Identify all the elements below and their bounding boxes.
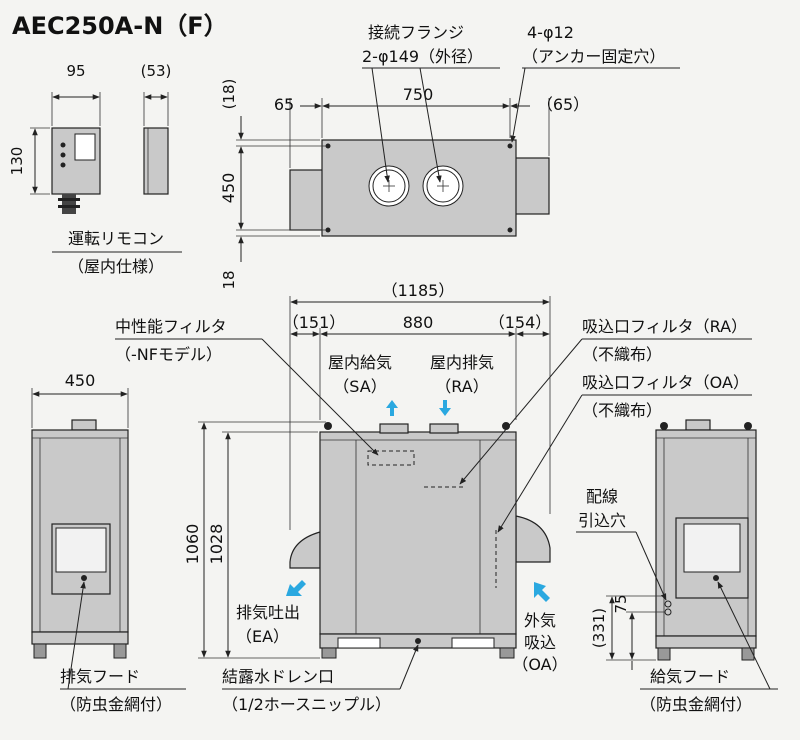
top-view-flanges bbox=[368, 165, 464, 207]
remote-height-label: 130 bbox=[8, 147, 26, 176]
top-dim-mid: 750 bbox=[403, 85, 434, 104]
supply-hood-label-2: （防虫金網付） bbox=[640, 695, 752, 714]
flange-label-2: 2-φ149（外径） bbox=[362, 47, 483, 66]
remote-dimensions bbox=[30, 92, 169, 195]
anchor-label-1: 4-φ12 bbox=[527, 23, 574, 42]
supply-hood-label-1: 給気フード bbox=[650, 667, 730, 686]
front-dim-h1: 1060 bbox=[183, 524, 202, 565]
filter-mid-label-1: 中性能フィルタ bbox=[115, 317, 227, 336]
filter-ra-label-1: 吸込口フィルタ（RA） bbox=[582, 317, 747, 336]
remote-controller-front bbox=[51, 127, 101, 214]
drain-label-2: （1/2ホースニップル） bbox=[222, 695, 391, 714]
oa-label-3: （OA） bbox=[512, 655, 567, 674]
right-view-dimensions bbox=[606, 595, 664, 670]
anchor-label-2: （アンカー固定穴） bbox=[522, 47, 665, 66]
remote-depth-label: (53) bbox=[141, 62, 172, 80]
sa-label-1: 屋内給気 bbox=[328, 353, 392, 372]
page-title: AEC250A-N（F） bbox=[12, 12, 228, 40]
oa-label-1: 外気 bbox=[524, 611, 556, 630]
ea-label-1: 排気吐出 bbox=[236, 603, 300, 622]
top-view-unit bbox=[289, 139, 550, 237]
left-side-view bbox=[31, 419, 129, 659]
front-dim-right: （154） bbox=[489, 313, 552, 332]
front-view-unit bbox=[289, 422, 551, 659]
oa-label-2: 吸込 bbox=[524, 633, 556, 652]
right-dim-b: 75 bbox=[612, 594, 630, 613]
airflow-arrows bbox=[286, 400, 550, 602]
left-view-dimension bbox=[31, 388, 129, 428]
flange-label-1: 接続フランジ bbox=[368, 23, 464, 42]
exhaust-hood-label-2: （防虫金網付） bbox=[60, 695, 172, 714]
filter-oa-label-2: （不織布） bbox=[582, 401, 662, 420]
front-dim-left: （151） bbox=[283, 313, 346, 332]
filter-oa-label-1: 吸込口フィルタ（OA） bbox=[582, 373, 749, 392]
remote-controller-side bbox=[143, 127, 169, 195]
filter-mid-label-2: （-NFモデル） bbox=[115, 345, 222, 364]
ra-label-1: 屋内排気 bbox=[430, 353, 494, 372]
top-dim-left: 65 bbox=[274, 95, 294, 114]
ra-label-2: （RA） bbox=[435, 377, 488, 396]
remote-label-2: （屋内仕様） bbox=[68, 257, 164, 276]
wiring-label-2: 引込穴 bbox=[578, 511, 626, 530]
ea-label-2: （EA） bbox=[236, 627, 289, 646]
top-dim-right: （65） bbox=[537, 95, 589, 114]
front-view-dimensions bbox=[198, 296, 551, 659]
top-dim-top: (18) bbox=[220, 79, 238, 110]
top-dim-height: 450 bbox=[219, 173, 238, 204]
exhaust-hood-label-1: 排気フード bbox=[60, 667, 140, 686]
top-dim-bottom: 18 bbox=[220, 270, 238, 289]
front-dim-overall: （1185） bbox=[382, 281, 455, 300]
filter-ra-label-2: （不織布） bbox=[582, 345, 662, 364]
top-view-dimensions bbox=[236, 98, 550, 262]
remote-width-label: 95 bbox=[66, 62, 85, 80]
drain-label-1: 結露水ドレン口 bbox=[222, 667, 334, 686]
remote-label-1: 運転リモコン bbox=[68, 229, 164, 248]
right-side-view bbox=[655, 419, 757, 661]
front-dim-h2: 1028 bbox=[207, 524, 226, 565]
left-dim-width: 450 bbox=[65, 371, 96, 390]
front-dim-mid: 880 bbox=[403, 313, 434, 332]
right-dim-a: (331) bbox=[590, 608, 608, 648]
wiring-label-1: 配線 bbox=[586, 487, 618, 506]
sa-label-2: （SA） bbox=[333, 377, 386, 396]
